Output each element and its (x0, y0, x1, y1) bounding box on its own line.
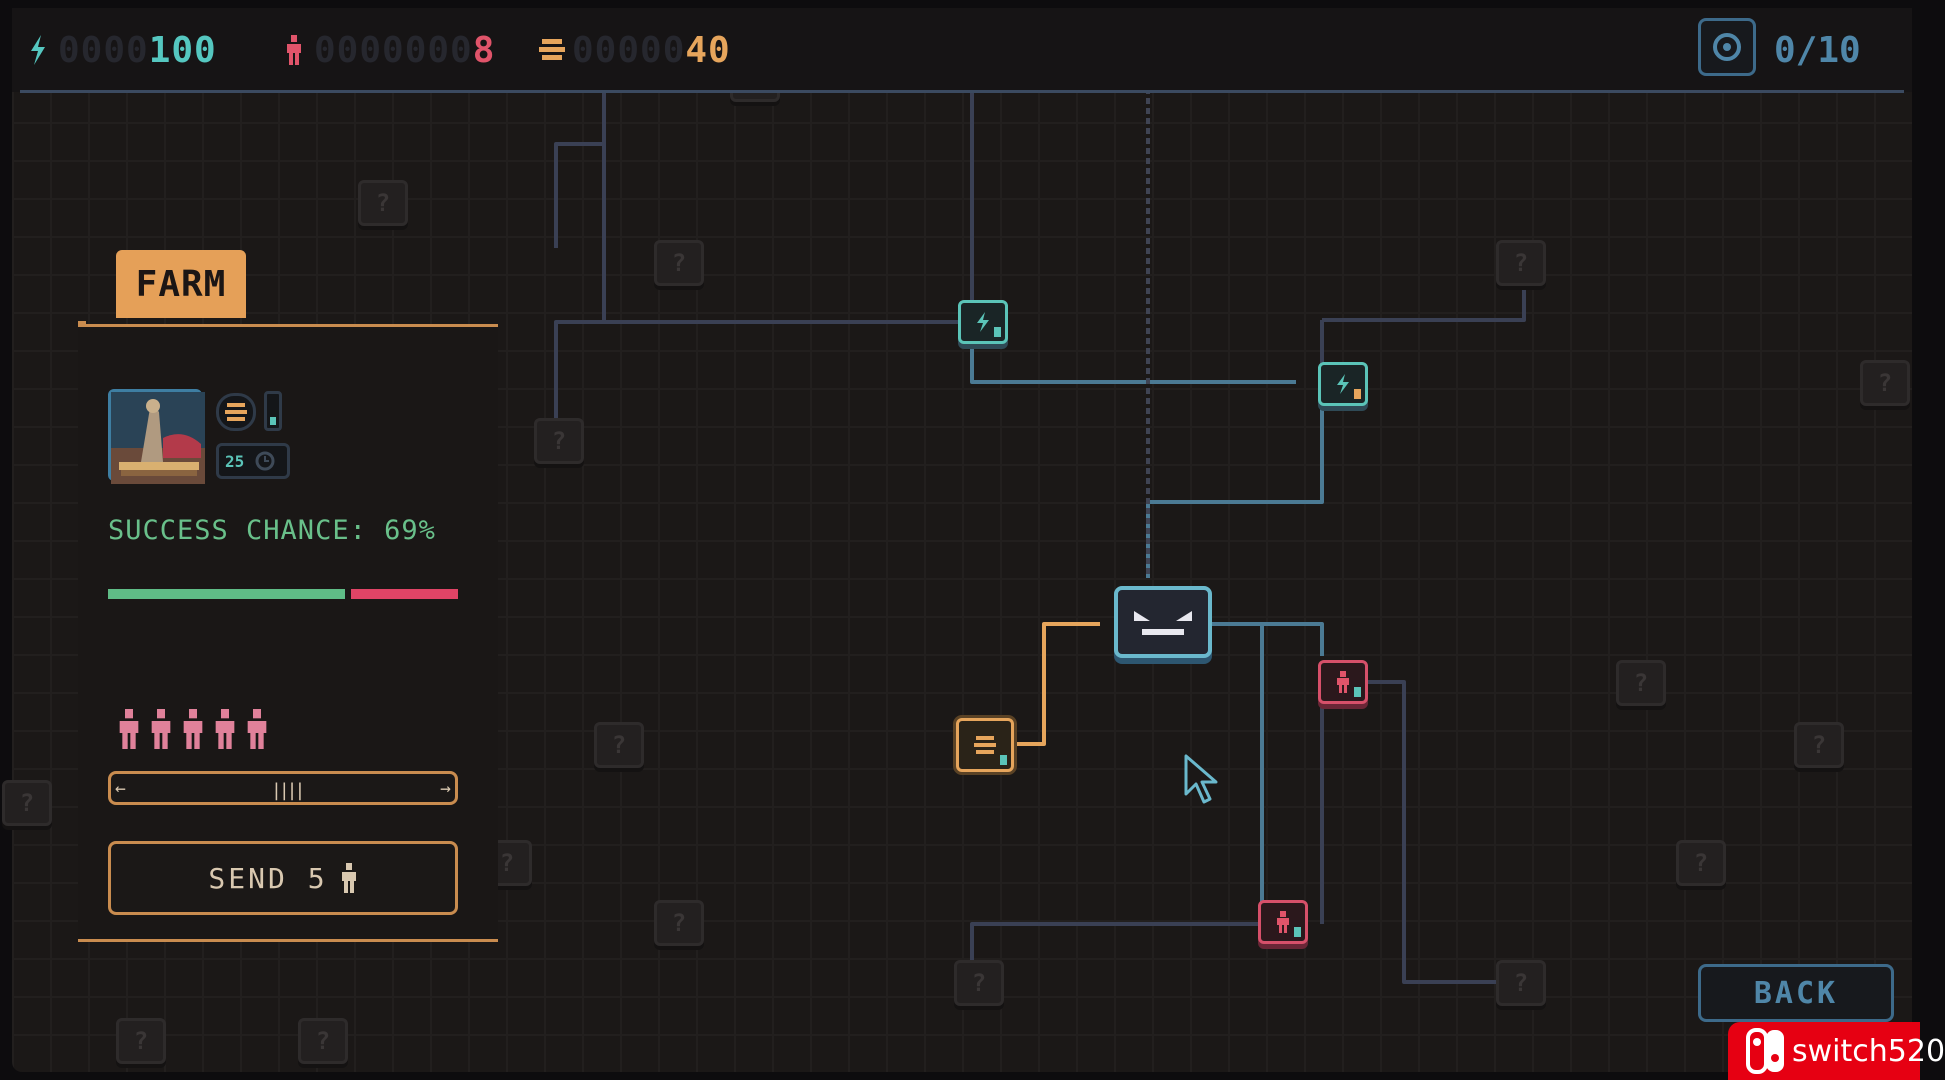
hub-node[interactable] (1114, 586, 1212, 658)
person-icon (247, 709, 267, 749)
energy-node[interactable] (1318, 362, 1368, 406)
unknown-node[interactable]: ? (654, 900, 704, 946)
unknown-node[interactable]: ? (594, 722, 644, 768)
settings-button[interactable] (1698, 18, 1756, 76)
game-screen: ? ? ? ? ? ? ? ? ? ? ? ? ? ? ? ? (2, 8, 1912, 1072)
success-chance-bar (108, 589, 458, 599)
map-path (1322, 680, 1498, 984)
duration-chip: 25 (216, 443, 290, 479)
person-node[interactable] (1258, 900, 1308, 944)
arrow-right-icon[interactable]: → (440, 778, 451, 799)
success-fill (108, 589, 345, 599)
unknown-node[interactable]: ? (954, 960, 1004, 1006)
unknown-node[interactable]: ? (534, 418, 584, 464)
person-icon (1337, 671, 1349, 693)
back-label: BACK (1753, 975, 1839, 1011)
unknown-node[interactable]: ? (1794, 722, 1844, 768)
food-icon (538, 32, 566, 68)
people-counter: 00000008 (280, 29, 496, 71)
person-icon (280, 32, 308, 68)
energy-padding: 0000 (58, 29, 149, 71)
back-button[interactable]: BACK (1698, 964, 1894, 1022)
assigned-people (116, 709, 270, 749)
gear-icon (1713, 33, 1741, 61)
unknown-node[interactable]: ? (1676, 840, 1726, 886)
send-label: SEND 5 (208, 861, 328, 895)
unknown-node[interactable]: ? (116, 1018, 166, 1064)
map-path (554, 142, 604, 248)
lightning-icon (24, 32, 52, 68)
unknown-node[interactable]: ? (1860, 360, 1910, 406)
people-slider[interactable]: ← |||| → (108, 771, 458, 805)
lightning-icon (977, 312, 989, 332)
energy-value: 100 (148, 29, 217, 71)
food-counter: 0000040 (538, 29, 731, 71)
person-icon (119, 709, 139, 749)
clock-icon (255, 451, 275, 471)
map-path-active (970, 342, 1296, 384)
food-requirement-chip (216, 393, 256, 431)
unknown-node[interactable]: ? (1496, 240, 1546, 286)
energy-node[interactable] (958, 300, 1008, 344)
switch-logo-icon (1734, 1028, 1790, 1074)
unknown-node[interactable]: ? (654, 240, 704, 286)
farm-portrait (108, 389, 205, 484)
watermark: switch520 (1728, 1022, 1945, 1080)
slider-thumb[interactable]: |||| (271, 780, 305, 801)
success-chance-text: SUCCESS CHANCE: 69% (108, 515, 436, 546)
map-path (970, 922, 1264, 966)
arrow-left-icon[interactable]: ← (115, 778, 126, 799)
person-node[interactable] (1318, 660, 1368, 704)
unknown-node[interactable]: ? (1616, 660, 1666, 706)
unknown-node[interactable]: ? (298, 1018, 348, 1064)
map-path-active (1146, 402, 1324, 578)
panel-title: FARM (135, 263, 227, 305)
watermark-text: switch520 (1792, 1033, 1945, 1069)
people-value: 8 (472, 29, 496, 71)
food-icon (225, 403, 247, 421)
hub-face-icon (1134, 611, 1192, 635)
unknown-node[interactable]: ? (1496, 960, 1546, 1006)
person-icon (341, 863, 356, 893)
unknown-node[interactable]: ? (2, 780, 52, 826)
food-icon (974, 736, 996, 754)
person-icon (183, 709, 203, 749)
person-icon (151, 709, 171, 749)
food-padding: 00000 (572, 29, 686, 71)
energy-counter: 0000100 (24, 29, 217, 71)
food-value: 40 (685, 29, 731, 71)
fail-fill (351, 589, 458, 599)
map-path-food (1002, 622, 1100, 746)
level-indicator (264, 391, 282, 431)
people-padding: 0000000 (314, 29, 473, 71)
top-hud: 0000100 00000008 0000040 0/10 (12, 8, 1912, 92)
mission-panel: 25 SUCCESS CHANCE: 69% ← |||| → SEND 5 (78, 321, 498, 942)
node-map (554, 88, 1526, 984)
map-path (1322, 288, 1526, 322)
person-icon (215, 709, 235, 749)
panel-tab: FARM (116, 250, 246, 318)
map-path (554, 88, 606, 438)
map-path-active (1198, 622, 1324, 656)
progress-counter: 0/10 (1774, 30, 1861, 71)
lightning-icon (1337, 374, 1349, 394)
send-button[interactable]: SEND 5 (108, 841, 458, 915)
hud-divider (20, 90, 1904, 93)
cursor-icon (1184, 754, 1218, 804)
duration-value: 25 (225, 451, 245, 471)
unknown-node[interactable]: ? (358, 180, 408, 226)
food-node[interactable] (956, 718, 1014, 772)
person-icon (1277, 911, 1289, 933)
